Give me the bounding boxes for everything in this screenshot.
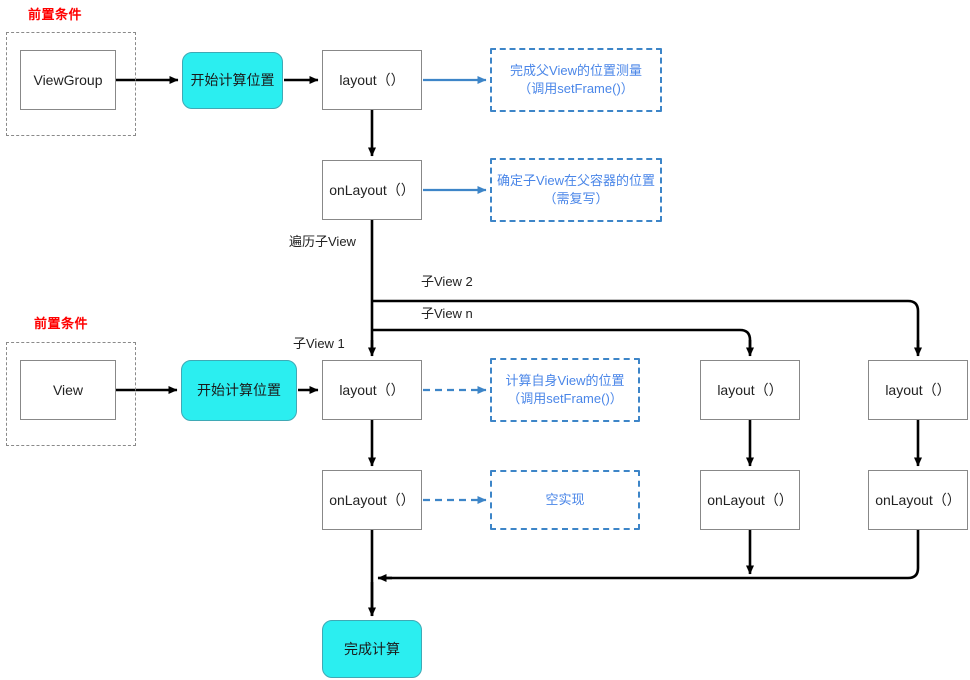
group-title-viewgroup: 前置条件 (28, 7, 83, 22)
note-child-layout: 计算自身View的位置 （调用setFrame()） (490, 358, 640, 422)
note-parent-layout: 完成父View的位置测量 （调用setFrame()） (490, 48, 662, 112)
note-child-layout-line1: 计算自身View的位置 (505, 373, 625, 389)
node-layout-childn[interactable]: layout（） (868, 360, 968, 420)
node-layout-parent[interactable]: layout（） (322, 50, 422, 110)
edge-label-child-1: 子View 1 (293, 336, 345, 351)
note-parent-onlayout-line2: （需复写） (543, 191, 609, 206)
node-start-compute-top[interactable]: 开始计算位置 (182, 52, 283, 109)
node-finish-compute[interactable]: 完成计算 (322, 620, 422, 678)
node-onlayout-parent[interactable]: onLayout（） (322, 160, 422, 220)
note-parent-layout-line2: （调用setFrame()） (518, 81, 634, 96)
node-view[interactable]: View (20, 360, 116, 420)
note-parent-onlayout: 确定子View在父容器的位置 （需复写） (490, 158, 662, 222)
node-start-compute-bottom[interactable]: 开始计算位置 (181, 360, 297, 421)
edge-childn-elbow (907, 299, 920, 352)
node-onlayout-child2[interactable]: onLayout（） (700, 470, 800, 530)
note-child-onlayout: 空实现 (490, 470, 640, 530)
node-layout-child2[interactable]: layout（） (700, 360, 800, 420)
node-viewgroup[interactable]: ViewGroup (20, 50, 116, 110)
edge-label-traverse-children: 遍历子View (289, 234, 356, 249)
note-parent-onlayout-line1: 确定子View在父容器的位置 (497, 173, 655, 189)
edge-childn-return (382, 530, 920, 580)
node-onlayout-childn[interactable]: onLayout（） (868, 470, 968, 530)
edge-label-child-n: 子View n (421, 306, 473, 321)
node-layout-child1[interactable]: layout（） (322, 360, 422, 420)
group-viewgroup (6, 32, 136, 136)
edge-child2-elbow (739, 328, 752, 352)
node-onlayout-child1[interactable]: onLayout（） (322, 470, 422, 530)
group-view (6, 342, 136, 446)
edge-label-child-2: 子View 2 (421, 274, 473, 289)
note-child-layout-line2: （调用setFrame()） (507, 391, 623, 406)
group-title-view: 前置条件 (34, 316, 89, 331)
note-parent-layout-line1: 完成父View的位置测量 (510, 63, 642, 79)
